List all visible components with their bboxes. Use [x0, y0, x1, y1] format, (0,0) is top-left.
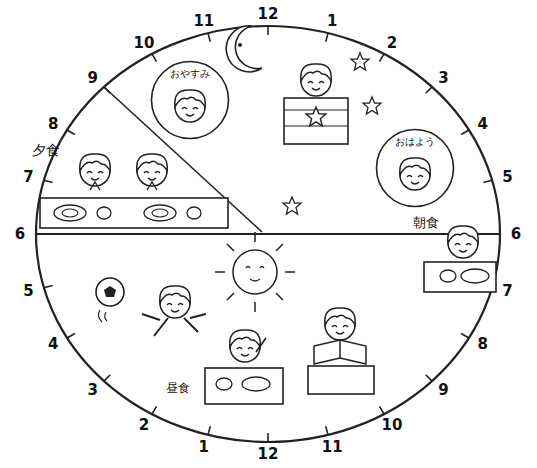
tick-mark [461, 130, 469, 135]
lunch-table [205, 368, 283, 404]
tick-mark [326, 426, 328, 435]
desk [308, 366, 374, 394]
hour-number: 9 [87, 71, 97, 86]
tick-marks [36, 26, 500, 442]
tick-mark [67, 130, 75, 135]
dial-rim [36, 26, 500, 442]
day-night-line [36, 233, 500, 235]
hour-number: 7 [23, 170, 33, 185]
tick-mark [44, 180, 53, 182]
bubble-text: おやすみ [170, 69, 210, 79]
tick-mark [152, 54, 157, 62]
hour-number: 5 [502, 170, 512, 185]
tick-mark [67, 334, 75, 339]
child-goodnight [175, 90, 205, 122]
hour-number: 6 [511, 227, 521, 242]
tick-mark [380, 406, 385, 414]
tick-mark [104, 87, 110, 93]
moon [226, 26, 262, 72]
hour-number: 3 [438, 71, 448, 86]
tick-mark [44, 286, 53, 288]
hour-number: 9 [438, 382, 448, 397]
child-breakfast [448, 226, 478, 258]
hour-number: 2 [387, 36, 397, 51]
hour-number: 4 [48, 337, 58, 352]
tick-mark [208, 426, 210, 435]
hour-number: 3 [87, 382, 97, 397]
dinner-table [40, 198, 228, 228]
tick-mark [104, 375, 110, 381]
ball [96, 278, 124, 322]
tick-mark [326, 33, 328, 42]
hour-number: 1 [199, 439, 209, 454]
tick-mark [426, 87, 432, 93]
tick-mark [426, 375, 432, 381]
sun [215, 232, 295, 312]
tick-mark [483, 180, 492, 182]
speech-bubble: おやすみ [150, 60, 230, 140]
tick-mark [461, 334, 469, 339]
tick-mark [491, 233, 500, 235]
star [283, 197, 301, 214]
book [314, 340, 366, 364]
child-goodmorning [400, 158, 430, 190]
tick-mark [208, 33, 210, 42]
tick-mark [380, 54, 385, 62]
hour-number: 8 [48, 117, 58, 132]
hour-number: 2 [139, 417, 149, 432]
meal-label: 夕食 [32, 143, 60, 157]
star [363, 97, 381, 114]
tick-mark [267, 433, 269, 442]
breakfast-table [424, 262, 496, 292]
meal-label: 朝食 [413, 216, 439, 229]
hour-number: 11 [193, 14, 214, 29]
bubble-text: おはよう [395, 137, 435, 147]
tick-mark [152, 406, 157, 414]
child-lunch [230, 330, 260, 362]
hour-number: 12 [258, 7, 279, 22]
hour-number: 5 [23, 283, 33, 298]
hour-number: 6 [15, 227, 25, 242]
star [351, 53, 369, 70]
bed [284, 98, 348, 144]
hour-number: 10 [382, 417, 403, 432]
tick-mark [267, 26, 269, 35]
hour-number: 1 [327, 14, 337, 29]
hour-number: 10 [134, 36, 155, 51]
meal-label: 昼食 [166, 382, 190, 394]
bubble-circle [152, 62, 229, 139]
sleeping-child [301, 64, 331, 96]
child-studying [325, 308, 355, 340]
child-playing [160, 286, 190, 318]
hour-number: 8 [478, 337, 488, 352]
bubble-circle [377, 130, 454, 207]
speech-bubble: おはよう [375, 128, 455, 208]
tick-mark [36, 233, 45, 235]
hour-number: 4 [478, 117, 488, 132]
hour-number: 7 [502, 283, 512, 298]
hour-number: 11 [322, 439, 343, 454]
hour-number: 12 [258, 447, 279, 462]
